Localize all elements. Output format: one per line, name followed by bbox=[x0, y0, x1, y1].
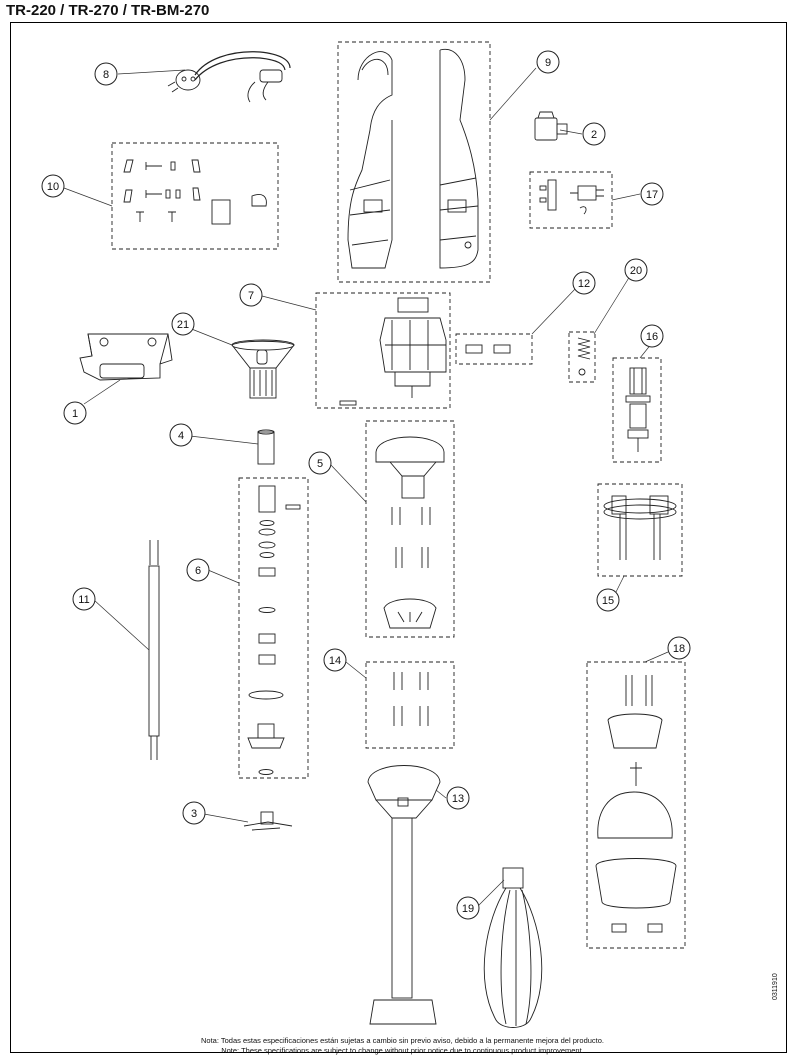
gearbox-head-box bbox=[365, 420, 455, 638]
callout-19: 19 bbox=[456, 896, 480, 920]
clip-part-b bbox=[493, 344, 511, 354]
motor-part bbox=[339, 297, 447, 406]
diagram-frame bbox=[10, 22, 787, 1053]
svg-text:13: 13 bbox=[452, 793, 464, 805]
power-cord-part bbox=[167, 51, 291, 103]
svg-text:19: 19 bbox=[462, 903, 474, 915]
clip-kit-box bbox=[455, 333, 533, 365]
housing-shell-right bbox=[439, 48, 479, 269]
housing-shell-left bbox=[347, 51, 393, 269]
wall-bracket-part bbox=[79, 333, 173, 381]
pins-kit-parts bbox=[393, 672, 429, 726]
callout-4: 4 bbox=[169, 423, 193, 447]
switch-kit-parts bbox=[539, 179, 604, 215]
spring-part bbox=[577, 337, 591, 360]
shaft-part bbox=[625, 367, 651, 452]
gearbox-head-part bbox=[375, 436, 445, 629]
callout-5: 5 bbox=[308, 451, 332, 475]
callout-17: 17 bbox=[640, 182, 664, 206]
shaft-box bbox=[612, 357, 662, 463]
callout-13: 13 bbox=[446, 786, 470, 810]
callout-18: 18 bbox=[667, 636, 691, 660]
drive-shaft-part bbox=[148, 540, 160, 760]
svg-text:18: 18 bbox=[673, 643, 685, 655]
callout-15: 15 bbox=[596, 588, 620, 612]
svg-text:21: 21 bbox=[177, 319, 189, 331]
bearings-kit-parts bbox=[247, 485, 301, 775]
motor-group-box bbox=[315, 292, 451, 409]
svg-text:2: 2 bbox=[591, 129, 597, 141]
screws-kit-parts bbox=[123, 159, 267, 225]
svg-text:20: 20 bbox=[630, 265, 642, 277]
gear-assembly-box bbox=[597, 483, 683, 577]
callout-7: 7 bbox=[239, 283, 263, 307]
bearings-kit-box bbox=[238, 477, 309, 779]
svg-text:16: 16 bbox=[646, 331, 658, 343]
chopper-kit-box bbox=[586, 661, 686, 949]
svg-text:14: 14 bbox=[329, 655, 341, 667]
callout-6: 6 bbox=[186, 558, 210, 582]
spring-box bbox=[568, 331, 596, 383]
svg-text:17: 17 bbox=[646, 189, 658, 201]
svg-text:15: 15 bbox=[602, 595, 614, 607]
blending-arm-part bbox=[367, 765, 441, 1025]
callout-8: 8 bbox=[94, 62, 118, 86]
blade-part bbox=[243, 811, 293, 831]
whisk-part bbox=[483, 867, 543, 1028]
gear-assembly-part bbox=[603, 495, 677, 560]
callout-1: 1 bbox=[63, 401, 87, 425]
callout-2: 2 bbox=[582, 122, 606, 146]
disclaimer-spanish: Nota: Todas estas especificaciones están… bbox=[200, 1036, 604, 1045]
callout-16: 16 bbox=[640, 324, 664, 348]
callout-11: 11 bbox=[72, 587, 96, 611]
callout-21: 21 bbox=[171, 312, 195, 336]
screws-kit-box bbox=[111, 142, 279, 250]
svg-text:11: 11 bbox=[78, 594, 89, 606]
page-title: TR-220 / TR-270 / TR-BM-270 bbox=[6, 2, 210, 19]
svg-text:7: 7 bbox=[248, 290, 254, 302]
callout-10: 10 bbox=[41, 174, 65, 198]
callout-9: 9 bbox=[536, 50, 560, 74]
svg-text:1: 1 bbox=[72, 408, 78, 420]
chopper-kit-parts bbox=[595, 675, 677, 933]
switch-kit-box bbox=[529, 171, 613, 229]
callouts: 8 9 2 17 10 7 12 20 16 21 1 4 5 6 11 15 … bbox=[41, 50, 691, 920]
disclaimer-english: Note: These specifications are subject t… bbox=[221, 1046, 584, 1055]
svg-text:6: 6 bbox=[195, 565, 201, 577]
housing-group-box bbox=[337, 41, 491, 283]
svg-text:3: 3 bbox=[191, 808, 197, 820]
svg-text:10: 10 bbox=[47, 181, 59, 193]
svg-text:9: 9 bbox=[545, 57, 551, 69]
callout-12: 12 bbox=[572, 271, 596, 295]
svg-text:5: 5 bbox=[317, 458, 323, 470]
funnel-part bbox=[231, 339, 295, 399]
pins-kit-box bbox=[365, 661, 455, 749]
callout-14: 14 bbox=[323, 648, 347, 672]
svg-text:4: 4 bbox=[178, 430, 184, 442]
callout-3: 3 bbox=[182, 801, 206, 825]
document-code: 0311910 bbox=[772, 973, 779, 1000]
switch-part bbox=[534, 111, 568, 141]
svg-text:8: 8 bbox=[103, 69, 109, 81]
clip-part-a bbox=[465, 344, 483, 354]
svg-text:12: 12 bbox=[578, 278, 590, 290]
callout-20: 20 bbox=[624, 258, 648, 282]
bushing-part bbox=[257, 431, 275, 465]
